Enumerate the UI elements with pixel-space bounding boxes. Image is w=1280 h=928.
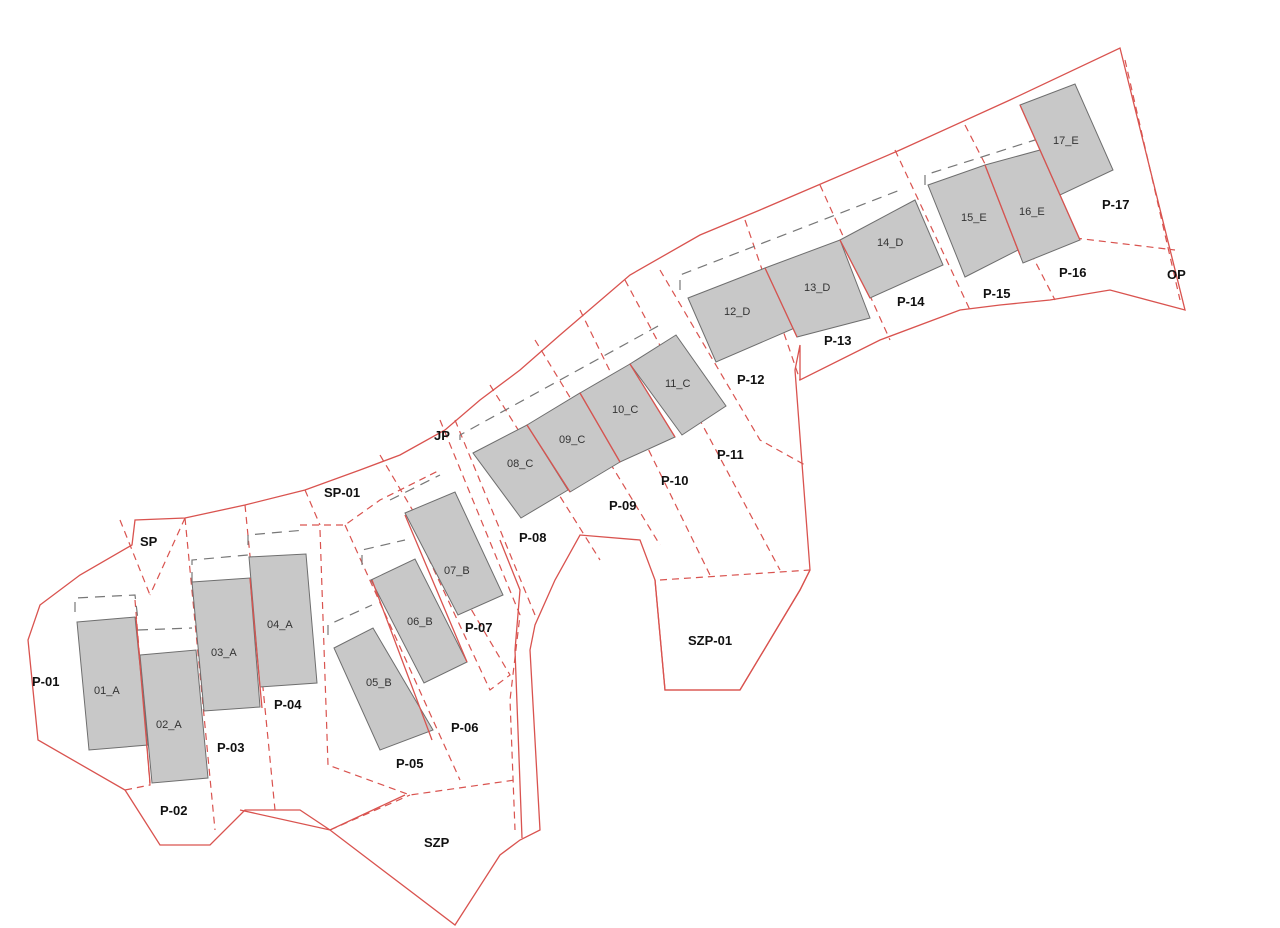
svg-text:P-15: P-15 [983, 286, 1010, 301]
building-05_B[interactable] [333, 627, 434, 751]
label-sp: SP [140, 534, 158, 549]
svg-text:P-12: P-12 [737, 372, 764, 387]
svg-text:07_B: 07_B [444, 565, 470, 577]
svg-text:17_E: 17_E [1053, 135, 1079, 147]
svg-text:P-05: P-05 [396, 756, 423, 771]
party-walls [135, 104, 1081, 784]
svg-text:09_C: 09_C [559, 434, 585, 446]
area-labels: SP SP-01 JP SZP SZP-01 OP [140, 267, 1186, 850]
svg-text:P-17: P-17 [1102, 197, 1129, 212]
building-02_A[interactable] [139, 649, 209, 784]
svg-text:05_B: 05_B [366, 677, 392, 689]
svg-text:P-01: P-01 [32, 674, 59, 689]
svg-text:14_D: 14_D [877, 237, 903, 249]
site-boundary [27, 47, 1186, 926]
svg-text:13_D: 13_D [804, 282, 830, 294]
label-szp: SZP [424, 835, 450, 850]
buildings [76, 83, 1114, 784]
building-11_C[interactable] [629, 334, 727, 436]
svg-text:03_A: 03_A [211, 647, 237, 659]
svg-text:10_C: 10_C [612, 404, 638, 416]
svg-text:06_B: 06_B [407, 616, 433, 628]
label-jp: JP [434, 428, 450, 443]
setback-lines [74, 139, 1036, 635]
svg-text:P-16: P-16 [1059, 265, 1086, 280]
svg-text:P-02: P-02 [160, 803, 187, 818]
svg-text:P-11: P-11 [717, 447, 744, 462]
svg-text:04_A: 04_A [267, 619, 293, 631]
access-road [499, 539, 523, 839]
label-sp01: SP-01 [324, 485, 360, 500]
svg-text:P-13: P-13 [824, 333, 851, 348]
svg-text:11_C: 11_C [665, 378, 691, 390]
svg-text:P-08: P-08 [519, 530, 546, 545]
building-07_B[interactable] [404, 491, 504, 616]
svg-text:P-07: P-07 [465, 620, 492, 635]
svg-text:12_D: 12_D [724, 306, 750, 318]
building-03_A[interactable] [191, 577, 261, 712]
svg-text:P-03: P-03 [217, 740, 244, 755]
svg-text:P-09: P-09 [609, 498, 636, 513]
label-op: OP [1167, 267, 1186, 282]
svg-text:P-04: P-04 [274, 697, 302, 712]
svg-text:P-06: P-06 [451, 720, 478, 735]
szp01-boundary [654, 569, 811, 691]
building-labels: 01_A 02_A 03_A 04_A 05_B 06_B 07_B 08_C … [94, 135, 1079, 731]
svg-text:16_E: 16_E [1019, 206, 1045, 218]
svg-text:P-10: P-10 [661, 473, 688, 488]
svg-text:08_C: 08_C [507, 458, 533, 470]
svg-text:01_A: 01_A [94, 685, 120, 697]
svg-text:P-14: P-14 [897, 294, 925, 309]
plot-labels: P-01 P-02 P-03 P-04 P-05 P-06 P-07 P-08 … [32, 197, 1129, 818]
label-szp01: SZP-01 [688, 633, 732, 648]
svg-text:02_A: 02_A [156, 719, 182, 731]
svg-text:15_E: 15_E [961, 212, 987, 224]
